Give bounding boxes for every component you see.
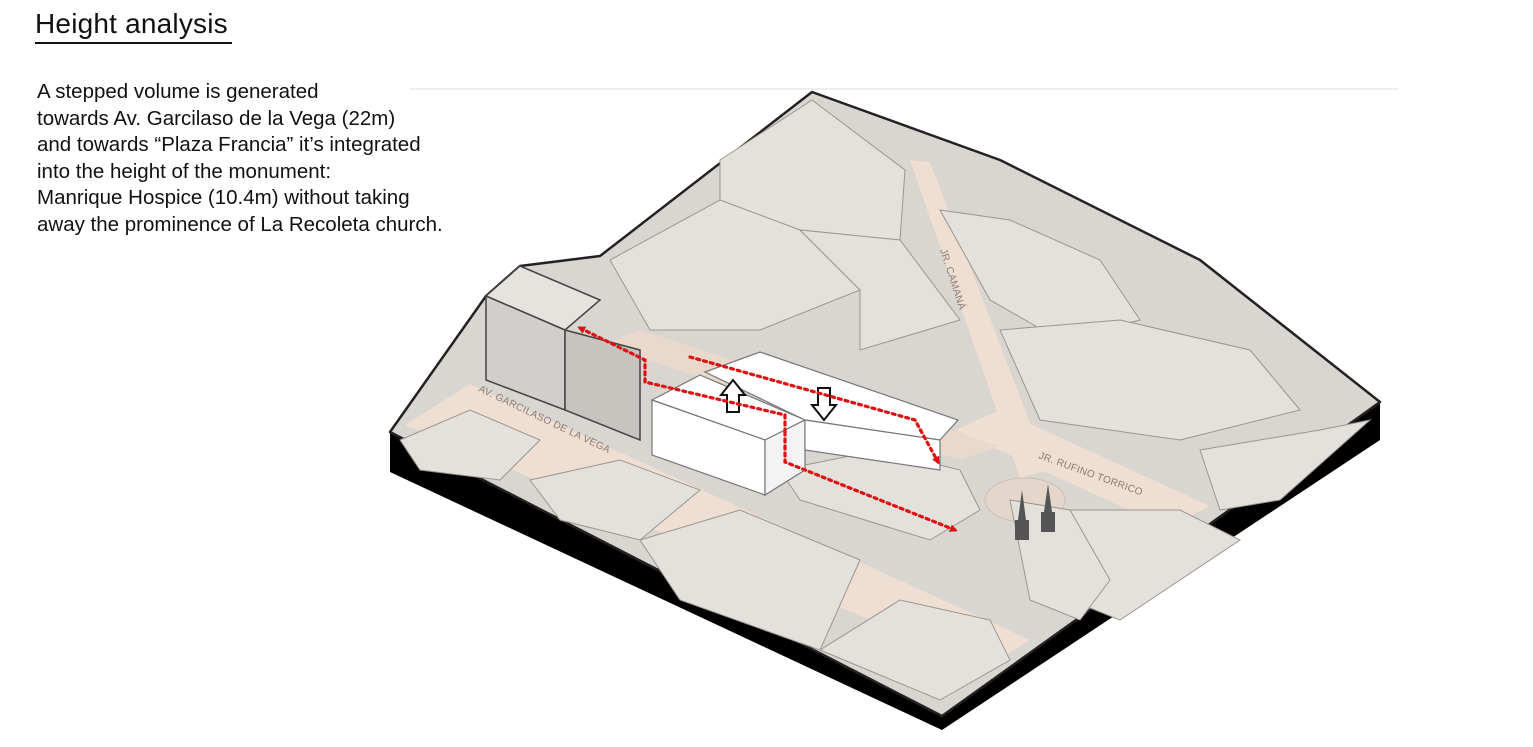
isometric-block-map: AV. GARCILASO DE LA VEGA JR. CAMANÁ JR. … xyxy=(0,0,1533,747)
